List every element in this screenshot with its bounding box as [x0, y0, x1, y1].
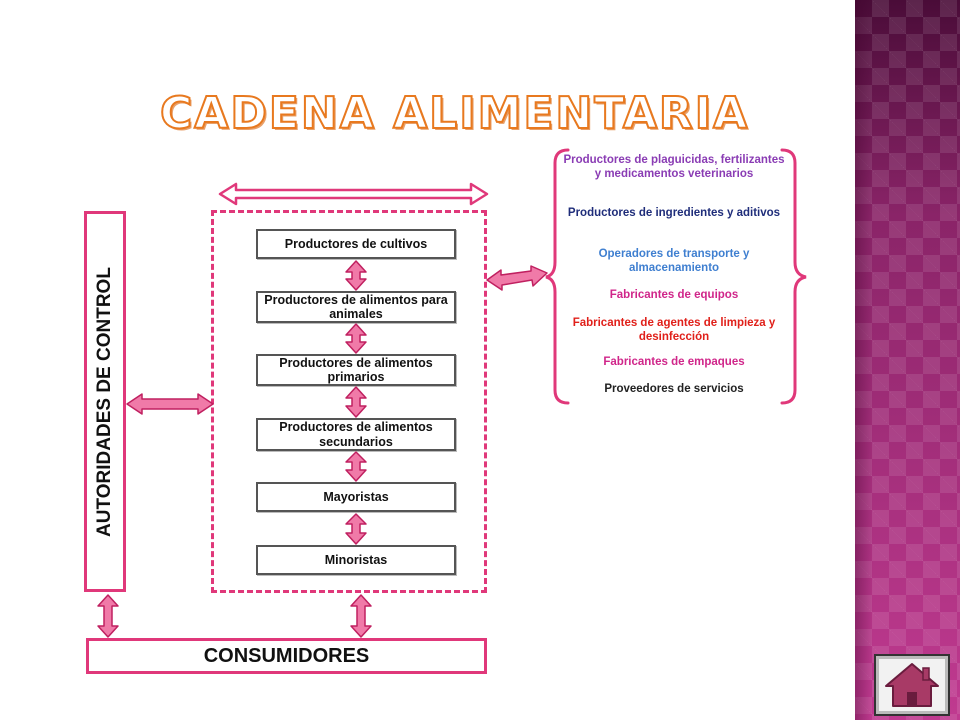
- chain-box-crops: Productores de cultivos: [256, 229, 456, 259]
- chain-box-wholesalers: Mayoristas: [256, 482, 456, 512]
- left-brace-icon: [545, 148, 570, 405]
- home-icon: [885, 663, 939, 707]
- page-title: CADENA ALIMENTARIA: [159, 87, 750, 140]
- chain-box-secondary-food: Productores de alimentos secundarios: [256, 418, 456, 451]
- authorities-box: AUTORIDADES DE CONTROL: [84, 211, 126, 592]
- service-item: Fabricantes de agentes de limpieza y des…: [572, 317, 776, 343]
- double-arrow-icon: [345, 260, 367, 291]
- double-arrow-icon: [350, 594, 372, 638]
- chain-box-primary-food: Productores de alimentos primarios: [256, 354, 456, 386]
- service-item: Fabricantes de empaques: [603, 356, 745, 368]
- right-brace-icon: [780, 148, 807, 405]
- double-arrow-icon: [218, 182, 489, 206]
- chain-box-animal-feed: Productores de alimentos para animales: [256, 291, 456, 323]
- chain-frame: [211, 210, 487, 593]
- double-arrow-icon: [486, 265, 548, 291]
- double-arrow-icon: [345, 513, 367, 545]
- double-arrow-icon: [97, 594, 119, 638]
- consumers-box: CONSUMIDORES: [86, 638, 487, 674]
- double-arrow-icon: [345, 323, 367, 354]
- service-item: Productores de ingredientes y aditivos: [567, 207, 781, 219]
- double-arrow-icon: [345, 451, 367, 482]
- double-arrow-icon: [126, 393, 214, 415]
- service-item: Fabricantes de equipos: [609, 289, 739, 301]
- decorative-side-panel: [855, 0, 960, 720]
- service-item: Productores de plaguicidas, fertilizante…: [563, 154, 785, 180]
- double-arrow-icon: [345, 386, 367, 418]
- chain-box-retailers: Minoristas: [256, 545, 456, 575]
- home-button[interactable]: [874, 654, 950, 716]
- service-item: Operadores de transporte y almacenamient…: [598, 248, 750, 274]
- service-item: Proveedores de servicios: [604, 383, 744, 395]
